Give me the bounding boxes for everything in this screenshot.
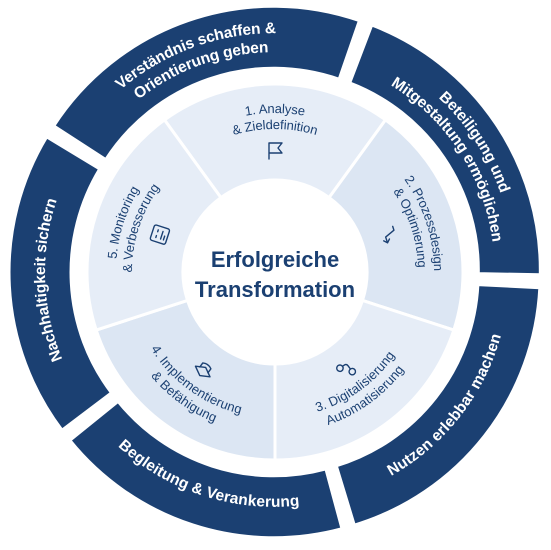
- inner-segment-analyse: 1. Analyse& Zieldefinition: [162, 82, 388, 200]
- inner-segment-implement: 4. Implementierung& Befähigung: [94, 298, 277, 462]
- outer-segment-shape-nutzen: [334, 283, 542, 528]
- inner-segment-monitoring: 5. Monitoring& Verbesserung: [85, 117, 224, 332]
- outer-segment-nachhaltigkeit: Nachhaltigkeit sichern: [7, 134, 114, 433]
- workflow-nodes-icon: [336, 363, 357, 376]
- inner-label-analyse-line2: & Zieldefinition: [231, 117, 320, 138]
- inner-segment-shape-prozess: [326, 117, 465, 332]
- center-title-line2: Transformation: [195, 277, 355, 302]
- route-arrow-icon: [383, 225, 395, 244]
- center-circle: [185, 182, 365, 362]
- center-title-line1: Erfolgreiche: [211, 247, 339, 272]
- inner-segment-shape-digital: [273, 298, 456, 462]
- inner-segment-shape-monitoring: [85, 117, 224, 332]
- outer-segment-shape-verstaendnis: [51, 4, 362, 162]
- inner-segment-prozess: 2. Prozessdesign& Optimierung: [326, 117, 465, 332]
- flag-icon: [268, 142, 283, 160]
- inner-segment-shape-analyse: [162, 82, 388, 200]
- outer-segment-shape-beteiligung: [347, 23, 542, 277]
- dashboard-icon: [149, 224, 171, 245]
- graduation-cap-icon: [194, 362, 212, 378]
- center-hub: Erfolgreiche Transformation: [185, 182, 365, 362]
- inner-segment-shape-implement: [94, 298, 277, 462]
- inner-label-analyse-line1: 1. Analyse: [244, 101, 307, 119]
- outer-segment-shape-begleitung: [67, 399, 344, 540]
- outer-segment-shape-nachhaltigkeit: [7, 134, 114, 433]
